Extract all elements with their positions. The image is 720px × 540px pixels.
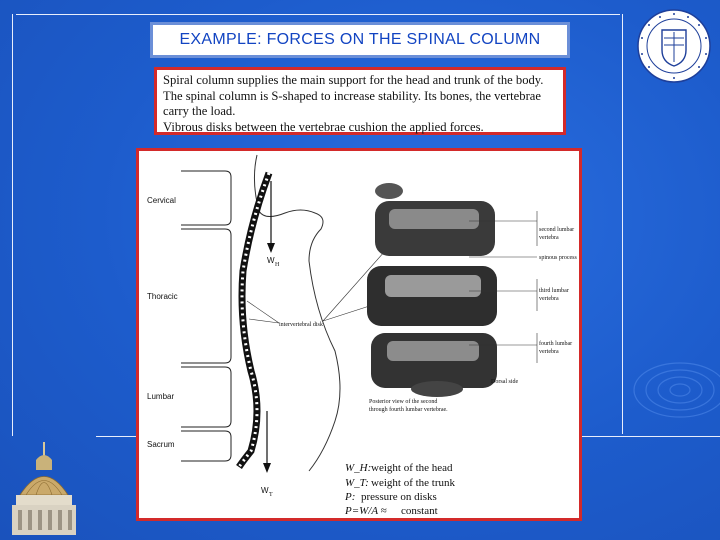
region-label-thoracic: Thoracic	[147, 292, 178, 301]
intervertebral-disk-label: intervertebral disk	[279, 322, 323, 328]
legend-text-trunk: weight of the trunk	[371, 477, 456, 489]
intro-paragraph-1: Spiral column supplies the main support …	[163, 73, 544, 118]
trunk-weight-label: W	[261, 486, 269, 495]
vertebra-segments	[237, 172, 271, 468]
frame-line-right	[622, 14, 623, 434]
intro-text-box: Spiral column supplies the main support …	[154, 67, 566, 135]
vertebra-label-second-lumbar-2: vertebra	[539, 235, 559, 241]
head-weight-label: W	[267, 256, 275, 265]
region-label-lumbar: Lumbar	[147, 392, 174, 401]
legend-text-pressure: pressure on disks	[361, 491, 437, 503]
figure-caption-line-2: through fourth lumbar vertebrae.	[369, 406, 448, 413]
figure-caption-line-1: Posterior view of the second	[369, 398, 437, 405]
vertebra-label-spinous-process: spinous process	[539, 255, 577, 261]
trunk-weight-arrowhead	[263, 463, 271, 473]
legend-symbol-head: W_H:	[345, 462, 371, 474]
lumbar-vertebrae-illustration	[367, 183, 497, 397]
legend-symbol-trunk: W_T:	[345, 477, 369, 489]
legend-symbol-formula: P=W/A ≈	[344, 505, 387, 517]
frame-line-left	[12, 14, 13, 436]
legend-text-head: weight of the head	[371, 462, 453, 474]
university-seal-icon	[637, 9, 711, 83]
intro-paragraph-2: Vibrous disks between the vertebrae cush…	[163, 119, 484, 134]
body-outline	[253, 154, 341, 472]
vertebra-label-fourth-lumbar: fourth lumbar	[539, 340, 572, 347]
spine-diagram: Cervical Thoracic Lumbar Sacrum W H W T …	[147, 154, 577, 517]
region-label-sacrum: Sacrum	[147, 440, 175, 449]
head-weight-arrowhead	[267, 243, 275, 253]
region-brackets	[181, 170, 232, 462]
slide-title: EXAMPLE: FORCES ON THE SPINAL COLUMN	[179, 31, 541, 48]
vertebra-label-second-lumbar: second lumbar	[539, 227, 574, 233]
title-box: EXAMPLE: FORCES ON THE SPINAL COLUMN	[150, 22, 570, 58]
head-weight-subscript: H	[275, 262, 280, 268]
vertebra-leader-lines	[469, 211, 538, 363]
vertebra-label-fourth-lumbar-2: vertebra	[539, 349, 559, 355]
legend-text-formula: constant	[401, 505, 438, 517]
region-label-cervical: Cervical	[147, 196, 176, 205]
spine-figure: Cervical Thoracic Lumbar Sacrum W H W T …	[136, 148, 582, 521]
vertebra-label-third-lumbar: third lumbar	[539, 288, 569, 294]
golden-dome-decoration	[12, 442, 76, 535]
legend-symbol-pressure: P:	[344, 491, 355, 503]
legend: W_H: weight of the head W_T: weight of t…	[344, 462, 456, 517]
water-ripple-decoration	[633, 362, 720, 418]
dorsal-side-label: Dorsal side	[491, 379, 518, 385]
vertebra-label-third-lumbar-2: vertebra	[539, 296, 559, 302]
trunk-weight-subscript: T	[269, 492, 273, 498]
frame-line-top	[16, 14, 620, 15]
